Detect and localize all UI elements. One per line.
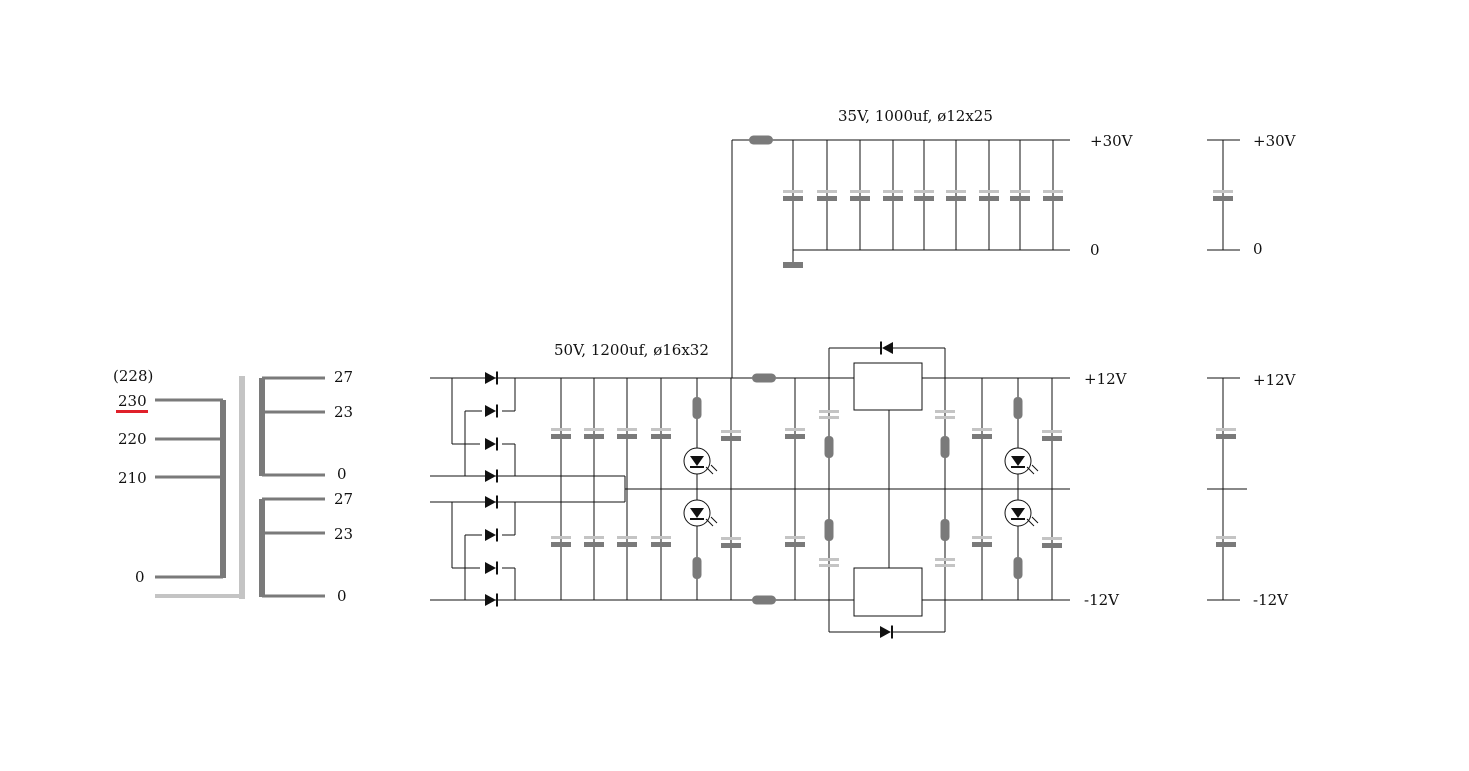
filter-capacitors	[551, 428, 741, 548]
secondary-lower-0: 0	[337, 587, 347, 605]
summary-zero30-label: 0	[1253, 240, 1263, 258]
rail-plus12-label: +12V	[1084, 370, 1128, 388]
summary-plus30-label: +30V	[1253, 132, 1297, 150]
primary-tap-220: 220	[118, 430, 147, 448]
summary-minus12-label: -12V	[1253, 591, 1289, 609]
secondary-upper-27: 27	[334, 368, 353, 386]
summary-plus12-label: +12V	[1253, 371, 1297, 389]
wiring	[430, 139, 1247, 633]
rail30-caps-label: 35V, 1000uf, ø12x25	[838, 107, 993, 125]
led-indicators-left	[683, 397, 718, 579]
primary-note-label: (228)	[113, 367, 153, 385]
rail30-capacitors	[783, 190, 1063, 268]
rail-zero30-label: 0	[1090, 241, 1100, 259]
secondary-winding-lower	[259, 497, 325, 598]
primary-tap-0: 0	[135, 568, 145, 586]
rail-minus12-label: -12V	[1084, 591, 1120, 609]
negative-regulator	[853, 567, 923, 617]
selected-tap-marker	[116, 410, 148, 413]
summary-symbols	[1213, 190, 1236, 547]
regulator-section	[785, 341, 1062, 639]
primary-tap-210: 210	[118, 469, 147, 487]
transformer-core	[155, 376, 245, 599]
secondary-winding-upper	[259, 376, 325, 477]
secondary-lower-27: 27	[334, 490, 353, 508]
primary-winding	[155, 398, 226, 579]
secondary-upper-0: 0	[337, 465, 347, 483]
secondary-upper-23: 23	[334, 403, 353, 421]
rail-plus30-label: +30V	[1090, 132, 1134, 150]
positive-regulator	[853, 362, 923, 411]
filter-caps-label: 50V, 1200uf, ø16x32	[554, 341, 709, 359]
secondary-lower-23: 23	[334, 525, 353, 543]
series-resistors	[749, 135, 776, 605]
primary-tap-230: 230	[118, 392, 147, 410]
transformer: (228) 230 220 210 0 27 23 0 27 23 0	[113, 367, 353, 605]
rectifier-diodes	[485, 371, 498, 607]
